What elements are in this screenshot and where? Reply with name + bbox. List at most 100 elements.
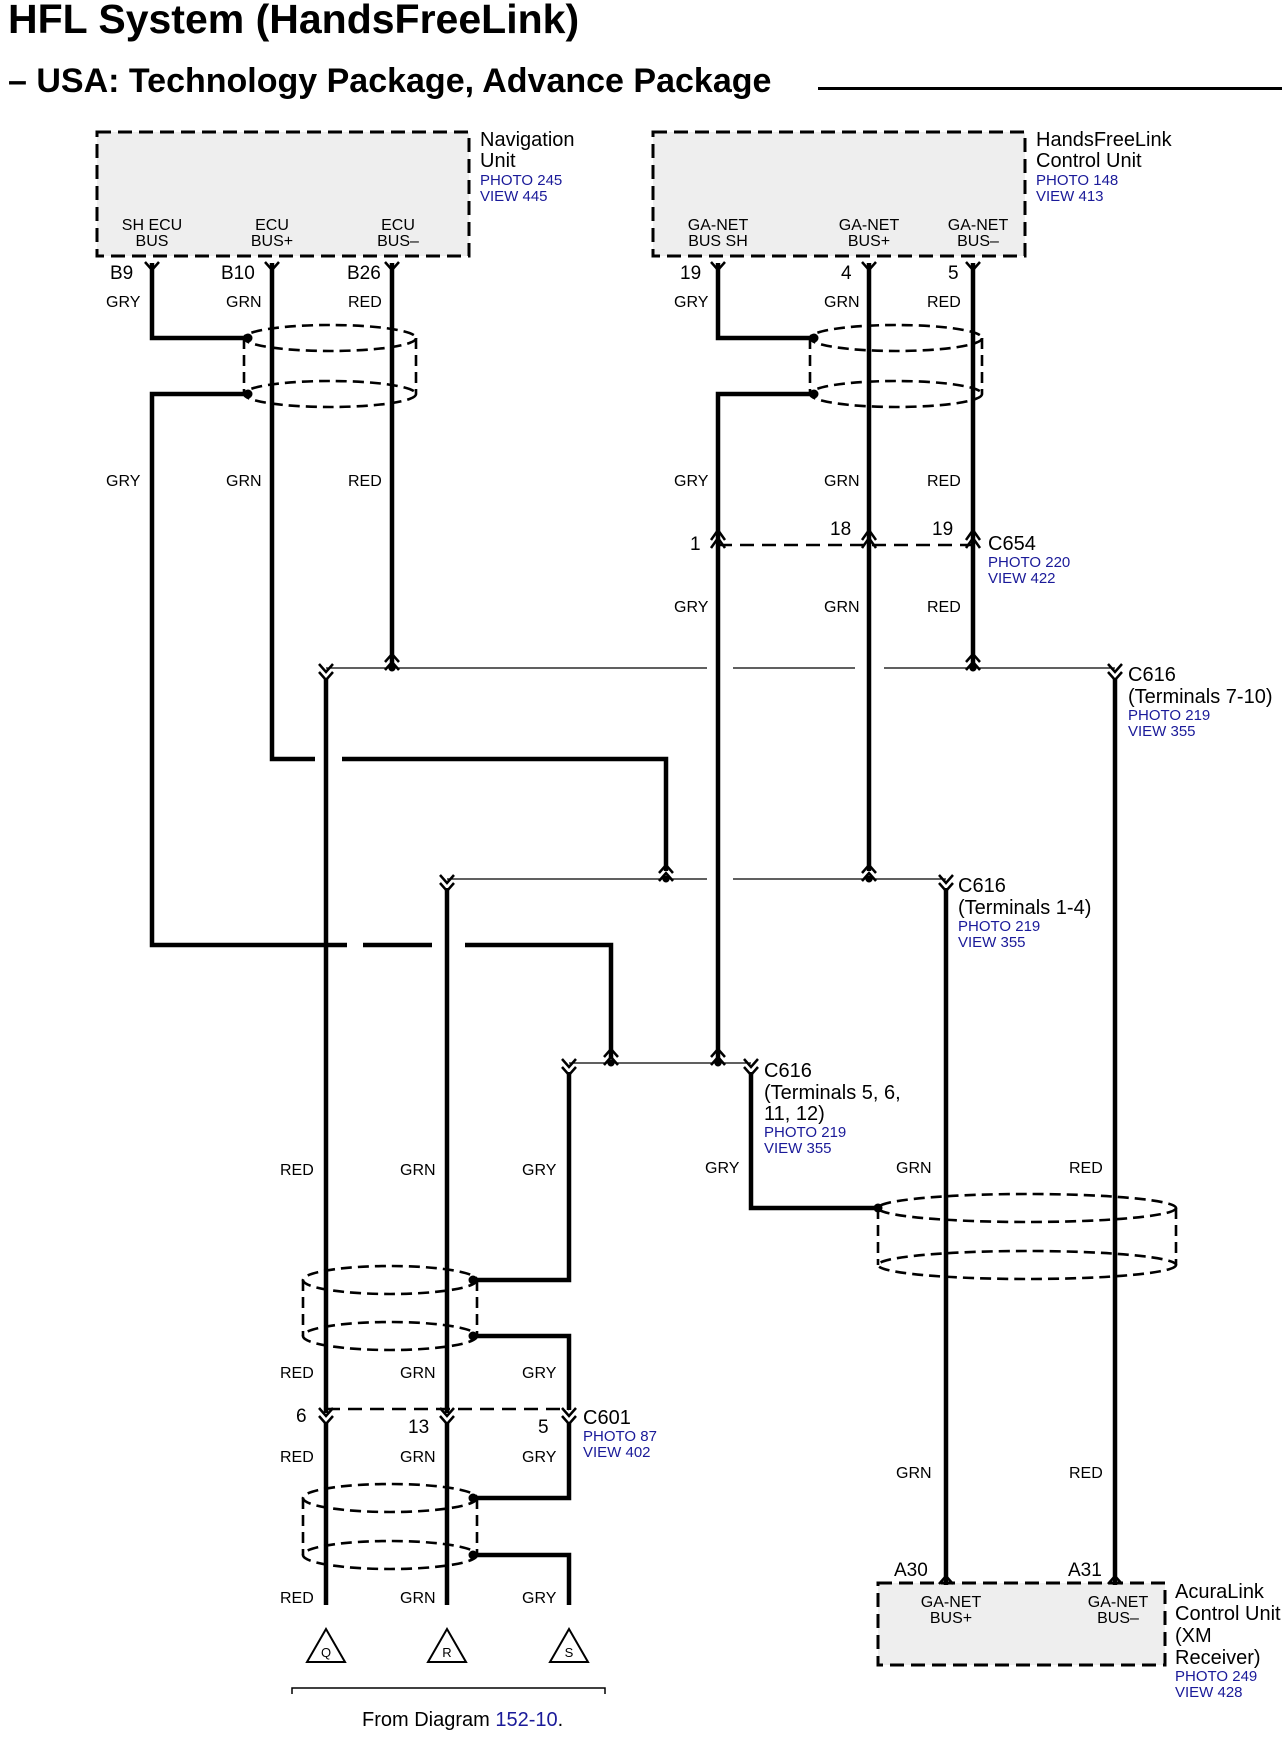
svg-text:ECU: ECU	[255, 217, 289, 234]
svg-text:GRN: GRN	[824, 473, 860, 490]
svg-text:GRN: GRN	[824, 294, 860, 311]
svg-text:Receiver): Receiver)	[1175, 1647, 1261, 1669]
connector-dashes	[326, 543, 973, 1411]
reference-s[interactable]: S	[548, 1626, 590, 1663]
connector-c616-terminals-5-6-11-12[interactable]: C616 (Terminals 5, 6, 11, 12) PHOTO 219 …	[764, 1060, 901, 1157]
svg-text:GRN: GRN	[400, 1590, 436, 1607]
svg-text:VIEW 413: VIEW 413	[1036, 188, 1104, 205]
acuralink-control-unit[interactable]: GA-NET BUS+ GA-NET BUS– AcuraLink Contro…	[876, 1581, 1281, 1701]
footer-link[interactable]: 152-10	[495, 1709, 557, 1731]
svg-text:VIEW 428: VIEW 428	[1175, 1684, 1243, 1701]
svg-text:GRY: GRY	[522, 1449, 557, 1466]
navigation-unit[interactable]: Navigation Unit PHOTO 245 VIEW 445 SH EC…	[95, 129, 575, 258]
svg-text:BUS–: BUS–	[1097, 1610, 1139, 1627]
svg-text:PHOTO 220: PHOTO 220	[988, 554, 1070, 571]
svg-text:GA-NET: GA-NET	[839, 217, 900, 234]
svg-text:RED: RED	[280, 1365, 314, 1382]
svg-text:RED: RED	[927, 473, 961, 490]
svg-text:GRY: GRY	[522, 1162, 557, 1179]
svg-text:11, 12): 11, 12)	[764, 1103, 825, 1125]
svg-text:RED: RED	[1069, 1465, 1103, 1482]
reference-bracket	[291, 1687, 606, 1694]
svg-text:GRN: GRN	[400, 1449, 436, 1466]
svg-text:C616: C616	[764, 1060, 812, 1082]
svg-text:RED: RED	[348, 294, 382, 311]
svg-text:GRN: GRN	[226, 473, 262, 490]
svg-text:GRN: GRN	[400, 1365, 436, 1382]
svg-text:PHOTO 87: PHOTO 87	[583, 1428, 657, 1445]
svg-text:RED: RED	[927, 599, 961, 616]
svg-text:PHOTO 219: PHOTO 219	[958, 918, 1040, 935]
pin-b9: B9	[110, 263, 133, 284]
shields	[242, 323, 1178, 1571]
svg-text:Control Unit: Control Unit	[1175, 1603, 1281, 1625]
svg-text:GRY: GRY	[674, 294, 709, 311]
svg-text:GA-NET: GA-NET	[688, 217, 749, 234]
svg-text:R: R	[442, 1645, 451, 1660]
svg-text:(Terminals 7-10): (Terminals 7-10)	[1128, 686, 1272, 708]
svg-text:RED: RED	[927, 294, 961, 311]
svg-text:BUS+: BUS+	[930, 1610, 972, 1627]
hfl-control-unit[interactable]: HandsFreeLink Control Unit PHOTO 148 VIE…	[651, 129, 1173, 258]
svg-text:VIEW 445: VIEW 445	[480, 188, 548, 205]
svg-text:GRY: GRY	[106, 294, 141, 311]
svg-text:AcuraLink: AcuraLink	[1175, 1581, 1265, 1603]
svg-text:6: 6	[296, 1406, 307, 1427]
footer-text: From Diagram 152-10.	[362, 1709, 563, 1731]
svg-text:GRN: GRN	[226, 294, 262, 311]
svg-text:RED: RED	[348, 473, 382, 490]
svg-text:GRY: GRY	[674, 599, 709, 616]
svg-text:PHOTO 219: PHOTO 219	[1128, 707, 1210, 724]
svg-text:18: 18	[830, 519, 851, 540]
svg-text:GA-NET: GA-NET	[948, 217, 1009, 234]
connector-c654[interactable]: 1 18 19 C654 PHOTO 220 VIEW 422	[690, 519, 1070, 587]
svg-text:VIEW 355: VIEW 355	[958, 934, 1026, 951]
svg-text:PHOTO 148: PHOTO 148	[1036, 172, 1118, 189]
svg-text:PHOTO 249: PHOTO 249	[1175, 1668, 1257, 1685]
svg-text:GRY: GRY	[522, 1365, 557, 1382]
svg-text:BUS–: BUS–	[377, 233, 419, 250]
svg-text:Q: Q	[321, 1645, 331, 1660]
svg-text:GRN: GRN	[824, 599, 860, 616]
svg-text:Unit: Unit	[480, 150, 516, 172]
svg-text:(Terminals 5, 6,: (Terminals 5, 6,	[764, 1082, 901, 1104]
pin-b10: B10	[221, 263, 255, 284]
footer-suffix: .	[558, 1709, 564, 1731]
svg-text:Navigation: Navigation	[480, 129, 575, 151]
svg-text:(XM: (XM	[1175, 1625, 1212, 1647]
svg-text:GRY: GRY	[705, 1160, 740, 1177]
svg-text:13: 13	[408, 1417, 429, 1438]
reference-r[interactable]: R	[426, 1626, 468, 1663]
svg-text:HandsFreeLink: HandsFreeLink	[1036, 129, 1173, 151]
pin-4: 4	[841, 263, 852, 284]
pin-a30: A30	[894, 1560, 928, 1581]
svg-text:VIEW 355: VIEW 355	[764, 1140, 832, 1157]
connector-c616-terminals-7-10[interactable]: C616 (Terminals 7-10) PHOTO 219 VIEW 355	[1128, 664, 1272, 740]
connector-c601[interactable]: 6 13 5 C601 PHOTO 87 VIEW 402	[296, 1406, 657, 1461]
wire-labels: GRY GRN RED GRY GRN RED GRY GRN RED GRY …	[106, 294, 1103, 1607]
svg-text:RED: RED	[280, 1449, 314, 1466]
svg-text:ECU: ECU	[381, 217, 415, 234]
connector-c616-terminals-1-4[interactable]: C616 (Terminals 1-4) PHOTO 219 VIEW 355	[958, 875, 1091, 951]
connector-symbols	[144, 261, 1123, 1585]
svg-text:BUS+: BUS+	[848, 233, 890, 250]
svg-text:PHOTO 219: PHOTO 219	[764, 1124, 846, 1141]
svg-text:1: 1	[690, 534, 701, 555]
svg-text:S: S	[565, 1645, 574, 1660]
reference-q[interactable]: Q	[305, 1626, 347, 1663]
svg-text:C616: C616	[958, 875, 1006, 897]
svg-text:GRN: GRN	[896, 1160, 932, 1177]
svg-text:GRY: GRY	[522, 1590, 557, 1607]
svg-text:(Terminals 1-4): (Terminals 1-4)	[958, 897, 1091, 919]
page-subtitle: – USA: Technology Package, Advance Packa…	[8, 62, 772, 100]
svg-text:BUS+: BUS+	[251, 233, 293, 250]
svg-text:VIEW 402: VIEW 402	[583, 1444, 651, 1461]
svg-text:C654: C654	[988, 533, 1036, 555]
svg-text:5: 5	[538, 1417, 549, 1438]
svg-text:RED: RED	[280, 1162, 314, 1179]
svg-text:SH ECU: SH ECU	[122, 217, 182, 234]
svg-text:BUS: BUS	[136, 233, 169, 250]
svg-text:C601: C601	[583, 1407, 631, 1429]
svg-text:RED: RED	[1069, 1160, 1103, 1177]
